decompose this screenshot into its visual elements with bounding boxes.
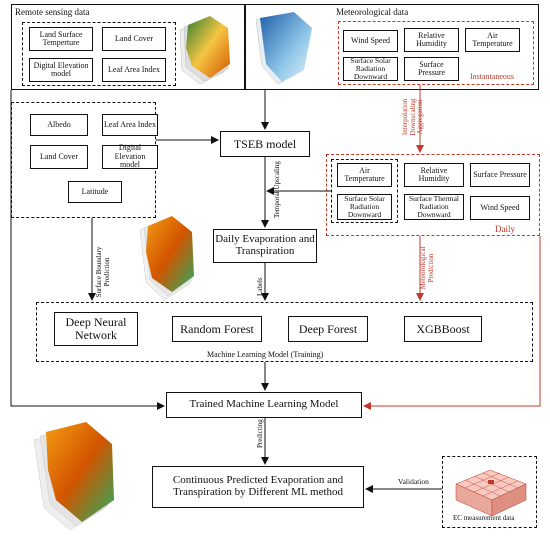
met-relative-humidity: Relative Humidity — [404, 28, 459, 52]
rs-item-land-cover: Land Cover — [102, 27, 166, 51]
ec-frame — [442, 456, 537, 528]
continuous-et-box: Continuous Predicted Evaporation and Tra… — [152, 466, 364, 508]
daily-ssrd: Surface Solar Radiation Downward — [337, 194, 392, 220]
remote-sensing-items-frame — [22, 22, 176, 86]
daily-air-temperature: Air Temperature — [337, 163, 392, 187]
ml-caption: Machine Learning Model (Training) — [207, 350, 324, 359]
met-map-stack-icon — [255, 12, 312, 85]
validation-label: Validation — [398, 477, 429, 486]
instantaneous-frame — [338, 21, 534, 85]
daily-wind-speed: Wind Speed — [470, 196, 530, 220]
met-surface-pressure: Surface Pressure — [404, 57, 459, 81]
static-albedo: Albedo — [30, 114, 88, 136]
remote-sensing-panel — [11, 4, 245, 90]
rs-map-stack-icon — [179, 16, 230, 85]
ml-models-frame — [36, 302, 533, 362]
daily-frame — [326, 154, 540, 236]
static-lai: Leaf Area Index — [102, 114, 158, 136]
ml-random-forest: Random Forest — [172, 316, 262, 342]
ec-label: EC measurement data — [453, 514, 515, 522]
static-land-cover: Land Cover — [30, 145, 88, 169]
daily-et-box: Daily Evaporation and Transpiration — [213, 229, 317, 263]
predicted-map-stack-icon — [139, 216, 194, 301]
rs-item-lai: Leaf Area Index — [102, 58, 166, 82]
ml-xgbboost: XGBBoost — [404, 316, 482, 342]
daily-label: Daily — [495, 224, 515, 234]
ec-grid-icon — [455, 469, 527, 517]
daily-air-temp-frame — [331, 159, 398, 223]
rs-item-lst: Land Surface Temperture — [29, 27, 93, 51]
static-latitude: Latitude — [68, 181, 122, 203]
daily-surface-pressure: Surface Pressure — [470, 163, 530, 187]
met-air-temperature: Air Temperature — [465, 28, 520, 52]
meteorological-title: Meteorological data — [336, 7, 409, 17]
rs-item-dem: Digital Elevation model — [29, 58, 93, 82]
remote-sensing-title: Remote sensing data — [15, 7, 90, 17]
daily-relative-humidity: Relative Humidity — [404, 163, 464, 187]
tseb-model-box: TSEB model — [220, 131, 310, 157]
output-map-stack-icon — [33, 422, 114, 531]
met-ssrd: Surface Solar Radiation Downward — [343, 57, 398, 81]
trained-ml-box: Trained Machine Learning Model — [166, 392, 362, 418]
instantaneous-label: Instantaneous — [470, 72, 514, 81]
met-wind-speed: Wind Speed — [343, 30, 398, 52]
meteorological-panel — [245, 4, 539, 90]
daily-strd: Surface Thermal Radiation Downward — [404, 194, 464, 220]
ml-deep-forest: Deep Forest — [288, 316, 368, 342]
ml-dnn: Deep Neural Network — [54, 312, 138, 346]
static-dem: Digital Elevation model — [102, 144, 158, 169]
